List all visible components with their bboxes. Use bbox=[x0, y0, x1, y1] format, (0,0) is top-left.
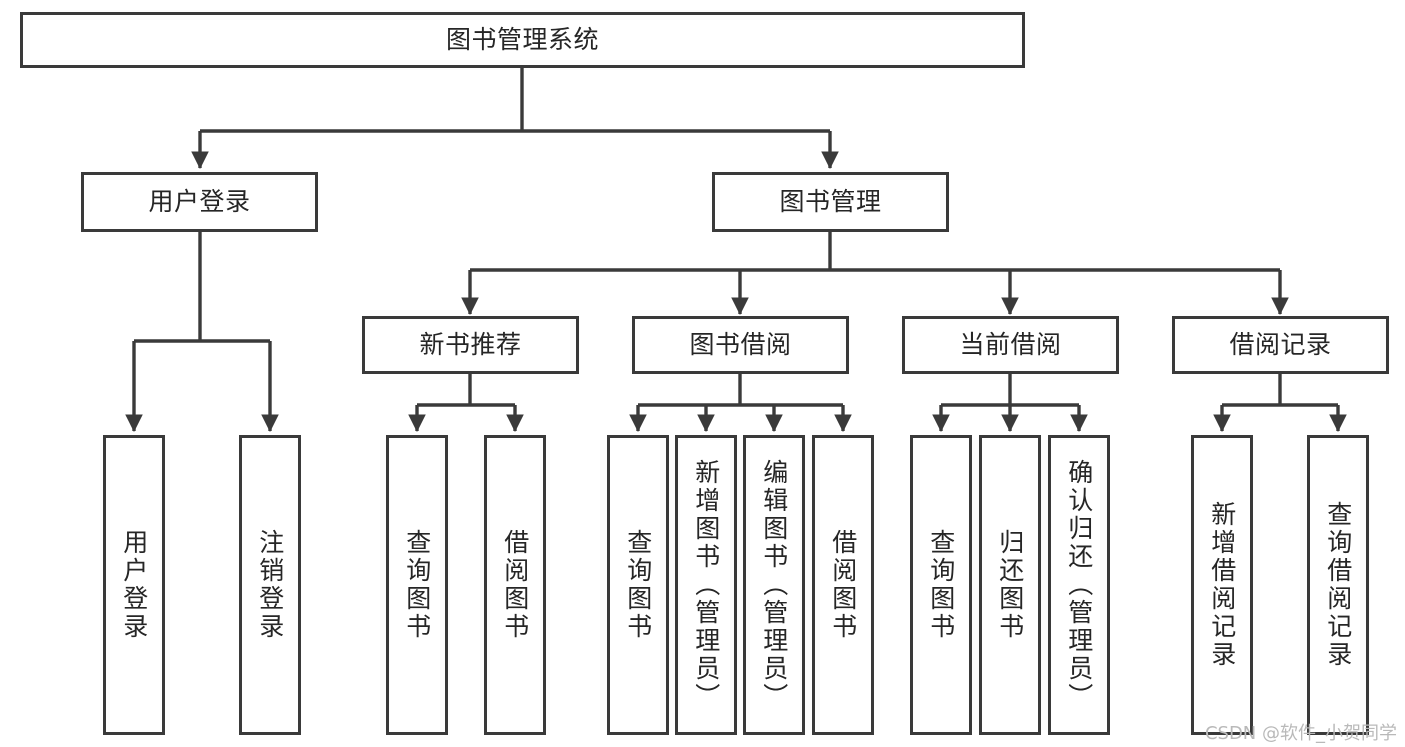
node-borrow-record[interactable]: 借阅记录 bbox=[1172, 316, 1389, 374]
leaf-add-book[interactable]: 新增图书（管理员） bbox=[675, 435, 737, 735]
leaf-confirm-return-label: 确认归还（管理员） bbox=[1064, 459, 1094, 711]
leaf-borrow-book-2-label: 借阅图书 bbox=[828, 529, 858, 641]
leaf-query-book-2-label: 查询图书 bbox=[623, 529, 653, 641]
leaf-logout[interactable]: 注销登录 bbox=[239, 435, 301, 735]
node-root-label: 图书管理系统 bbox=[445, 24, 599, 54]
node-book-borrow-label: 图书借阅 bbox=[689, 329, 792, 359]
node-book-borrow[interactable]: 图书借阅 bbox=[632, 316, 849, 374]
csdn-watermark: CSDN @软件_小贺同学 bbox=[1204, 723, 1397, 744]
leaf-user-login[interactable]: 用户登录 bbox=[103, 435, 165, 735]
leaf-user-login-label: 用户登录 bbox=[119, 529, 149, 641]
node-book-manage-label: 图书管理 bbox=[779, 186, 882, 216]
node-new-book-rec[interactable]: 新书推荐 bbox=[362, 316, 579, 374]
leaf-query-record-label: 查询借阅记录 bbox=[1323, 501, 1353, 669]
leaf-logout-label: 注销登录 bbox=[255, 529, 285, 641]
node-current-borrow[interactable]: 当前借阅 bbox=[902, 316, 1119, 374]
node-book-manage[interactable]: 图书管理 bbox=[712, 172, 949, 232]
leaf-borrow-book-1-label: 借阅图书 bbox=[500, 529, 530, 641]
leaf-return-book[interactable]: 归还图书 bbox=[979, 435, 1041, 735]
node-new-book-rec-label: 新书推荐 bbox=[419, 329, 522, 359]
leaf-query-book-3-label: 查询图书 bbox=[926, 529, 956, 641]
leaf-borrow-book-2[interactable]: 借阅图书 bbox=[812, 435, 874, 735]
leaf-edit-book[interactable]: 编辑图书（管理员） bbox=[743, 435, 805, 735]
leaf-borrow-book-1[interactable]: 借阅图书 bbox=[484, 435, 546, 735]
node-borrow-record-label: 借阅记录 bbox=[1229, 329, 1332, 359]
leaf-confirm-return[interactable]: 确认归还（管理员） bbox=[1048, 435, 1110, 735]
leaf-query-record[interactable]: 查询借阅记录 bbox=[1307, 435, 1369, 735]
leaf-query-book-3[interactable]: 查询图书 bbox=[910, 435, 972, 735]
leaf-add-record[interactable]: 新增借阅记录 bbox=[1191, 435, 1253, 735]
leaf-return-book-label: 归还图书 bbox=[995, 529, 1025, 641]
leaf-add-record-label: 新增借阅记录 bbox=[1207, 501, 1237, 669]
leaf-edit-book-label: 编辑图书（管理员） bbox=[759, 459, 789, 711]
node-user-login[interactable]: 用户登录 bbox=[81, 172, 318, 232]
node-user-login-label: 用户登录 bbox=[148, 186, 251, 216]
leaf-query-book-1[interactable]: 查询图书 bbox=[386, 435, 448, 735]
node-root[interactable]: 图书管理系统 bbox=[20, 12, 1025, 68]
leaf-query-book-1-label: 查询图书 bbox=[402, 529, 432, 641]
leaf-add-book-label: 新增图书（管理员） bbox=[691, 459, 721, 711]
leaf-query-book-2[interactable]: 查询图书 bbox=[607, 435, 669, 735]
node-current-borrow-label: 当前借阅 bbox=[959, 329, 1062, 359]
